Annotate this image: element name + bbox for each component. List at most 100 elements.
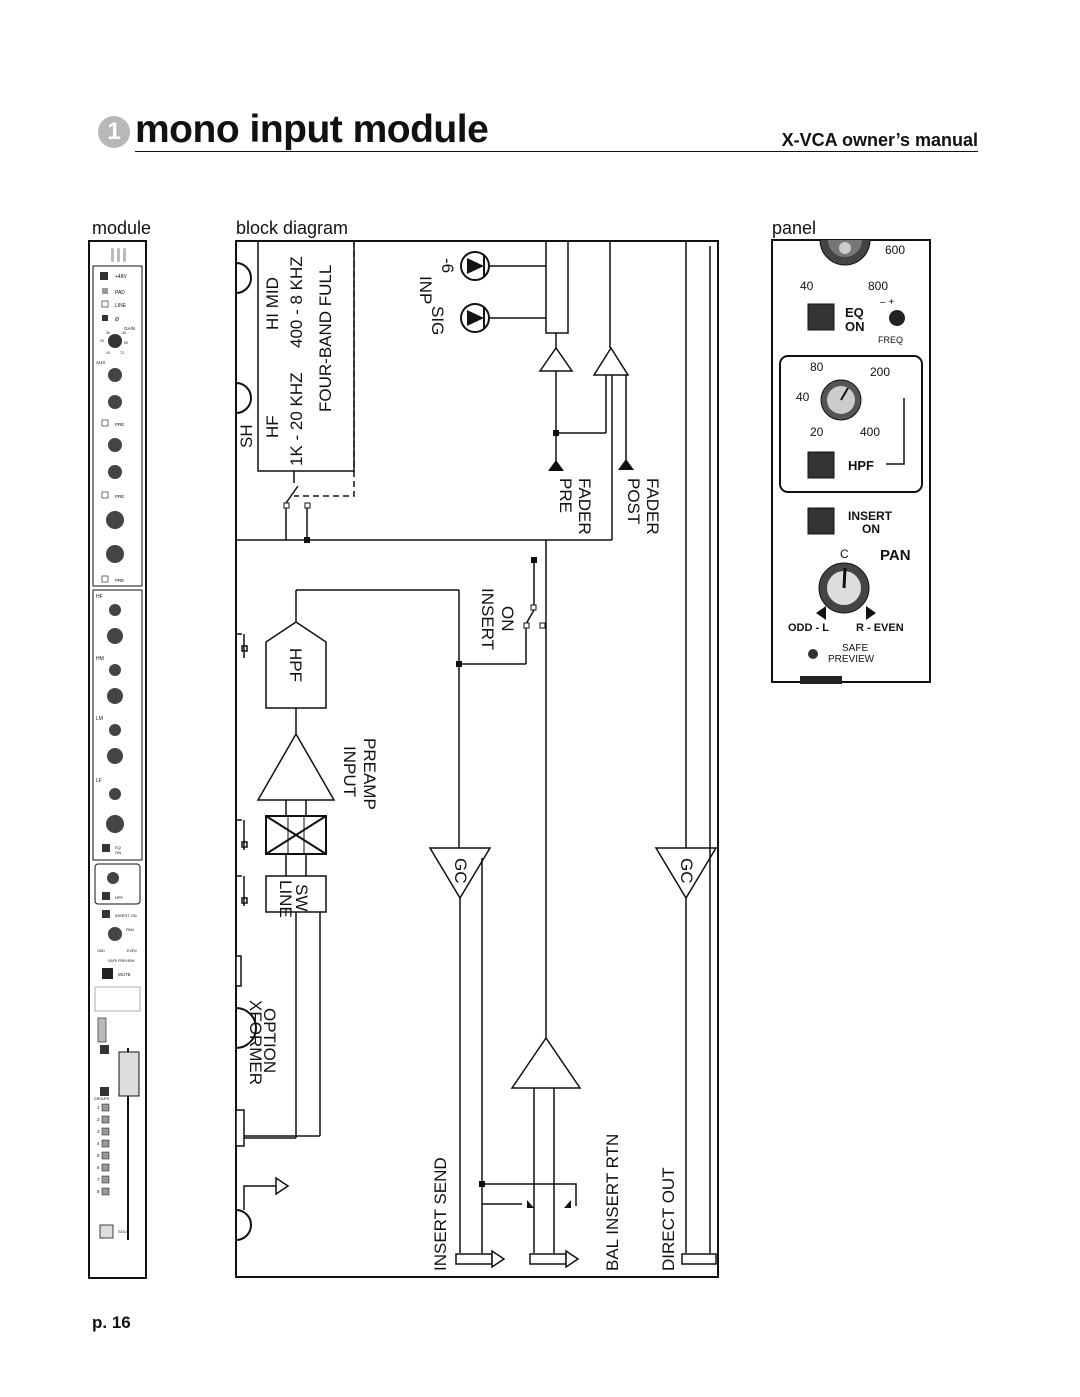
hi-mid-range-label: 400 - 8 KHZ xyxy=(287,256,306,348)
insert-label: INSERT xyxy=(478,588,497,650)
hm-q-knob[interactable] xyxy=(109,664,121,676)
strip-hf-label: HF xyxy=(96,594,103,600)
strip-hpf-button[interactable] xyxy=(102,892,110,900)
strip-mute-label: MUTE xyxy=(118,972,131,977)
xformer-label: XFORMER xyxy=(246,1000,265,1085)
insert-on-label: ON xyxy=(498,606,517,632)
sw-label: SW xyxy=(292,884,311,911)
gain-scale-30: 30 xyxy=(106,331,110,335)
page-number: p. 16 xyxy=(92,1313,131,1332)
post-label: POST xyxy=(624,478,643,524)
aux-knob-6[interactable] xyxy=(106,545,124,563)
option-label: OPTION xyxy=(260,1008,279,1073)
manual-title: X-VCA owner’s manual xyxy=(781,130,978,150)
bal-insert-rtn-jack xyxy=(529,1253,567,1265)
hpf-400-label: 400 xyxy=(860,425,880,439)
strip-even-label: EVEN xyxy=(127,949,137,953)
strip-gain-label: GAIN xyxy=(124,326,135,331)
lm-q-knob[interactable] xyxy=(109,724,121,736)
bal-insert-rtn-label: BAL INSERT RTN xyxy=(603,1134,622,1271)
strip-phase-label: Ø xyxy=(115,317,119,323)
strip-insert-button[interactable] xyxy=(102,910,110,918)
block-diagram-section-label: block diagram xyxy=(236,218,349,238)
led-minus6-icon xyxy=(460,251,546,281)
freq-40-label: 40 xyxy=(800,279,814,293)
strip-pre-label-3: PRE xyxy=(115,578,124,583)
hf-range-label: 1K - 20 KHZ xyxy=(287,372,306,466)
strip-button-1[interactable] xyxy=(100,1045,109,1054)
strip-odd-label: ODD xyxy=(97,949,105,953)
direct-out-jack xyxy=(681,1253,717,1265)
hf-freq-knob[interactable] xyxy=(107,628,123,644)
strip-aux-label: AUX xyxy=(96,360,105,365)
panel-insert-on-label: ON xyxy=(862,522,880,536)
freq-range-switch[interactable] xyxy=(889,310,905,326)
strip-solo-button[interactable] xyxy=(99,1224,114,1239)
post-fader-label: FADER xyxy=(643,478,662,535)
eq-label: EQ xyxy=(845,305,864,320)
freq-knob[interactable] xyxy=(839,242,851,254)
hf-q-knob[interactable] xyxy=(109,604,121,616)
hpf-button[interactable] xyxy=(807,451,835,479)
strip-mute-button[interactable] xyxy=(102,968,113,979)
pre-label: PRE xyxy=(556,478,575,513)
lf-freq-knob[interactable] xyxy=(106,815,124,833)
aux-knob-3[interactable] xyxy=(108,438,122,452)
hpf-block-label: HPF xyxy=(286,648,305,682)
lm-freq-knob[interactable] xyxy=(107,748,123,764)
preview-label: PREVIEW xyxy=(828,654,875,665)
freq-minus-plus-label: – + xyxy=(880,297,894,308)
insert-on-button[interactable] xyxy=(807,507,835,535)
strip-lf-label: LF xyxy=(96,778,102,784)
strip-hpf-label: HPF xyxy=(115,895,124,900)
strip-hpf-knob[interactable] xyxy=(107,872,119,884)
strip-eq-label: EQ xyxy=(115,845,121,850)
module-section-label: module xyxy=(92,218,152,238)
odd-l-label: ODD - L xyxy=(788,622,829,634)
hpf-20-label: 20 xyxy=(810,425,824,439)
aux-knob-2[interactable] xyxy=(108,395,122,409)
sig-label: SIG xyxy=(428,306,447,335)
hpf-80-label: 80 xyxy=(810,360,824,374)
chapter-number-badge: 1 xyxy=(98,116,130,148)
channel-fader[interactable] xyxy=(118,1051,140,1097)
eq-on-label: ON xyxy=(845,319,865,334)
gain-knob[interactable] xyxy=(108,334,122,348)
bus-number-3: 3 xyxy=(97,1129,100,1134)
module-strip: +48V PAD LINE Ø GAIN 30 40 20 50 10 72 A… xyxy=(88,240,147,1279)
hpf-40-label: 40 xyxy=(796,390,810,404)
bus-number-6: 6 xyxy=(97,1165,100,1170)
bus-number-7: 7 xyxy=(97,1177,100,1182)
hm-freq-knob[interactable] xyxy=(107,688,123,704)
panel-section-label: panel xyxy=(772,218,817,238)
strip-line-label: LINE xyxy=(115,303,127,309)
gain-scale-72: 72 xyxy=(120,351,124,355)
lf-q-knob[interactable] xyxy=(109,788,121,800)
hpf-200-label: 200 xyxy=(870,365,890,379)
bus-number-5: 5 xyxy=(97,1153,100,1158)
strip-button-2[interactable] xyxy=(100,1087,109,1096)
pre-fader-label: FADER xyxy=(575,478,594,535)
hf-label: HF xyxy=(263,415,282,438)
block-diagram: FOUR-BAND FULL HI MID 400 - 8 KHZ HF 1K … xyxy=(235,240,719,1278)
insert-send-jack xyxy=(455,1253,493,1265)
pan-left-arrow-icon xyxy=(816,606,826,620)
aux-knob-5[interactable] xyxy=(106,511,124,529)
direct-out-label: DIRECT OUT xyxy=(659,1167,678,1271)
r-even-label: R - EVEN xyxy=(856,622,904,634)
strip-eq-on-button[interactable] xyxy=(102,844,110,852)
aux-knob-4[interactable] xyxy=(108,465,122,479)
eq-on-button[interactable] xyxy=(807,303,835,331)
strip-pad-label: PAD xyxy=(115,290,125,296)
strip-hm-label: HM xyxy=(96,656,104,662)
pan-center-label: C xyxy=(840,547,849,561)
preamp-label: PREAMP xyxy=(360,738,379,810)
bus-number-8: 8 xyxy=(97,1189,100,1194)
page-title: mono input module xyxy=(135,108,489,151)
aux-knob-1[interactable] xyxy=(108,368,122,382)
led-sig-icon xyxy=(460,303,546,333)
header-rule xyxy=(135,151,978,152)
pan-label: PAN xyxy=(880,547,911,564)
strip-pan-knob[interactable] xyxy=(108,927,122,941)
shelf-label: SH xyxy=(237,424,256,448)
